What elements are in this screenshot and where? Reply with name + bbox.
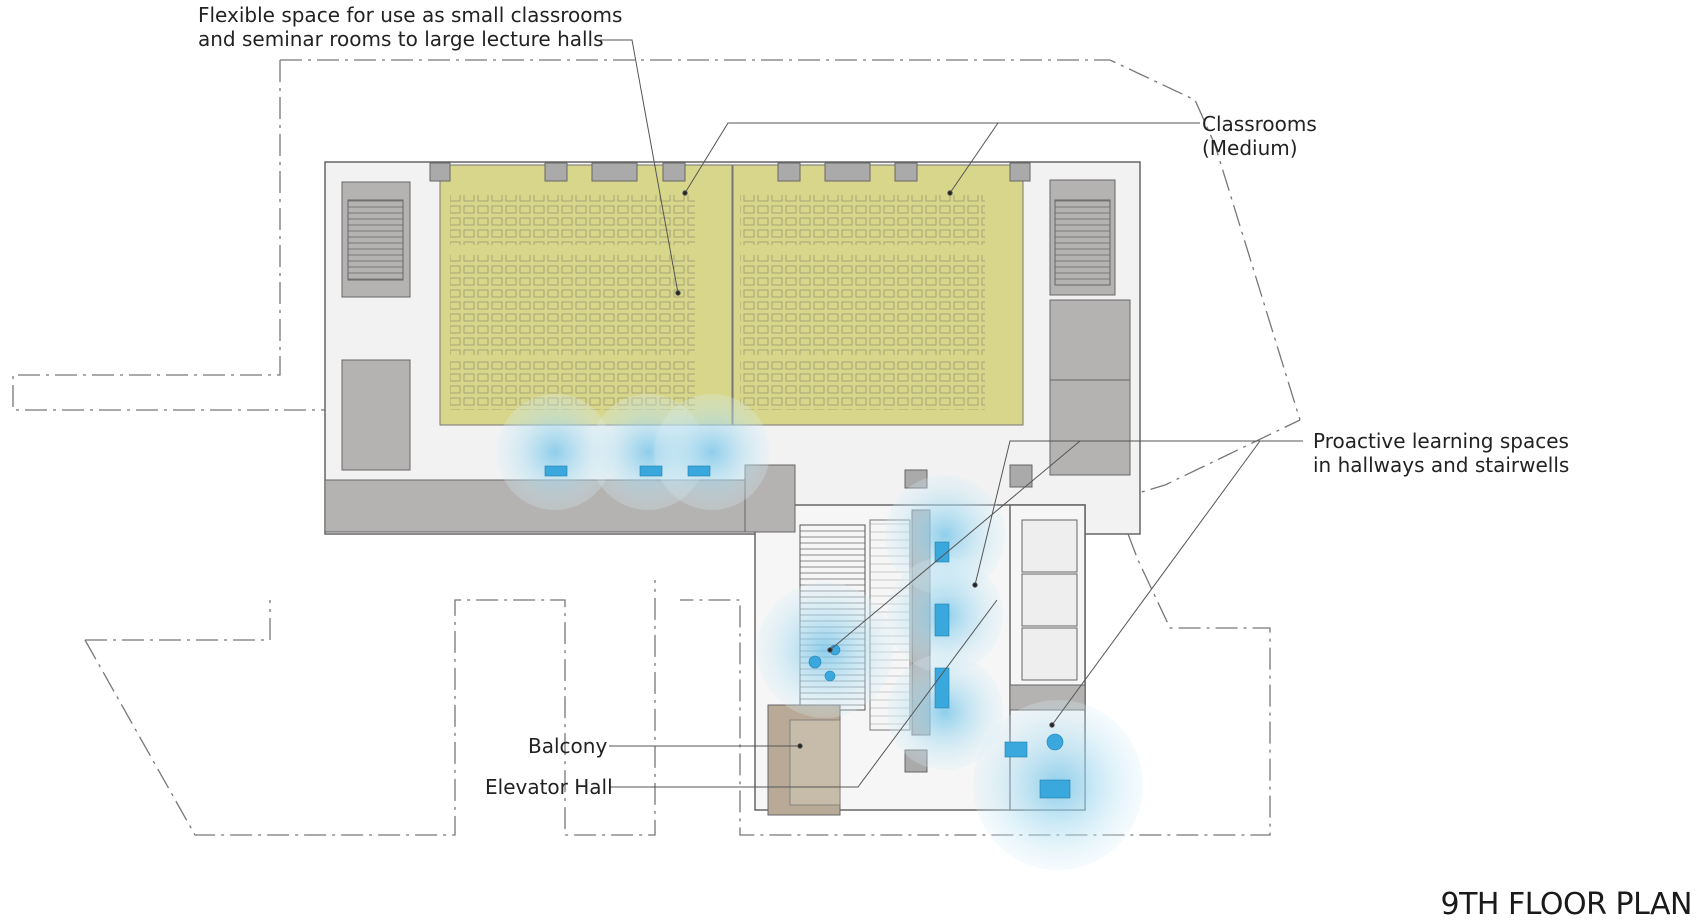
flexible-space-line-2: and seminar rooms to large lecture halls <box>198 27 604 51</box>
right-stair <box>1054 199 1111 286</box>
flexible-space-line-1: Flexible space for use as small classroo… <box>198 3 623 27</box>
flexible-space-label: Flexible space for use as small classroo… <box>198 3 622 51</box>
columns <box>429 162 1033 773</box>
classroom-right <box>732 164 1024 426</box>
proactive-line-1: Proactive learning spaces <box>1313 429 1569 453</box>
classrooms-label: Classrooms (Medium) <box>1202 112 1317 160</box>
proactive-learning-label: Proactive learning spaces in hallways an… <box>1313 429 1569 477</box>
elevator-hall-label: Elevator Hall <box>485 775 613 799</box>
leader-lines <box>600 39 1303 788</box>
balcony-label: Balcony <box>528 734 608 758</box>
classroom-left <box>439 164 733 426</box>
left-stair <box>347 199 404 281</box>
classrooms-line-1: Classrooms <box>1202 112 1317 136</box>
proactive-line-2: in hallways and stairwells <box>1313 453 1570 477</box>
plan-title: 9TH FLOOR PLAN <box>1440 887 1693 922</box>
classrooms-line-2: (Medium) <box>1202 136 1298 160</box>
